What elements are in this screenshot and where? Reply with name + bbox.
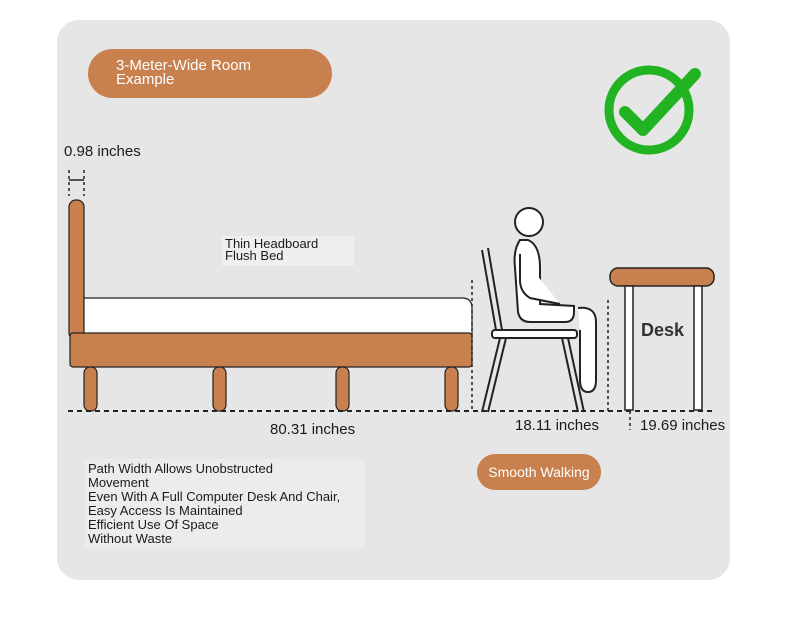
title-badge-text: 3-Meter-Wide Room Example [116,57,252,88]
bed-leg [444,366,459,412]
bed-leg [212,366,227,412]
smooth-walking-badge: Smooth Walking [477,454,601,490]
bed-leg [335,366,350,412]
chair [481,247,585,413]
title-badge: 3-Meter-Wide Room Example [88,49,332,98]
desk-leg [624,285,634,411]
bed-length-label: 80.31 inches [270,421,356,438]
checkmark-circle-icon [604,65,701,155]
headboard-thickness-label: 0.98 inches [64,143,141,160]
desk-depth-label: 19.69 inches [640,417,726,434]
mattress [83,297,473,335]
headboard [68,199,85,341]
seated-person [513,207,597,394]
desk-top [609,267,715,287]
bed-leg [83,366,98,412]
headboard-dimension [68,170,85,196]
path-note: Path Width Allows Unobstructed Movement … [88,461,341,546]
chair-depth-label: 18.11 inches [515,417,599,434]
headboard-note: Thin Headboard Flush Bed [225,236,319,263]
desk-leg [693,285,703,411]
desk-label: Desk [641,320,685,340]
bed-frame [69,332,473,368]
